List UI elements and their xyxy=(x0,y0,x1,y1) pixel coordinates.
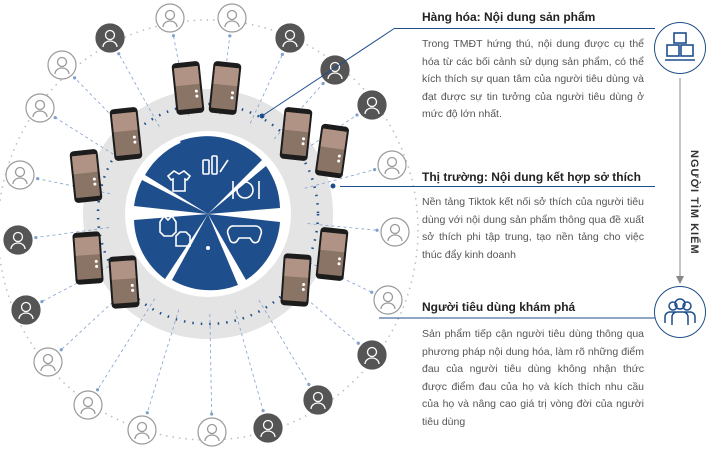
avatar-icon xyxy=(155,3,185,33)
avatar-icon xyxy=(73,390,103,420)
avatar-icon xyxy=(377,150,407,180)
arrow-line xyxy=(283,278,359,344)
arrow-tip xyxy=(95,388,100,392)
arrow-line xyxy=(234,310,264,411)
arrow-tip xyxy=(373,168,377,172)
hub-center-dot xyxy=(206,246,210,250)
avatar-icon xyxy=(373,285,403,315)
avatar-icon xyxy=(127,415,157,445)
section-title-consumer: Người tiêu dùng khám phá xyxy=(422,300,576,314)
shirt-icon xyxy=(175,231,191,247)
arrow-line xyxy=(35,227,109,238)
section-title-goods: Hàng hóa: Nội dung sản phẩm xyxy=(422,10,596,24)
avatar-icon xyxy=(217,3,247,33)
section-rule-market xyxy=(340,186,655,187)
section-body-goods: Trong TMĐT hứng thú, nội dung được cụ th… xyxy=(422,38,644,120)
phone-screenshot xyxy=(109,107,143,161)
arrow-tip xyxy=(356,341,360,345)
arrow-tip xyxy=(34,235,38,240)
arrow-line xyxy=(55,117,124,161)
searcher-label: NGƯỜI TÌM KIẾM xyxy=(688,150,700,255)
phone-screenshot xyxy=(315,227,349,281)
hub-sector-lower xyxy=(172,214,238,291)
arrow-line xyxy=(249,54,283,124)
outer-dotted-ring xyxy=(0,19,419,441)
connector-line-1 xyxy=(261,27,396,117)
section-body-consumer: Sản phẩm tiếp cận người tiêu dùng thông … xyxy=(422,328,644,428)
arrow-line xyxy=(209,313,213,415)
phone-screenshot xyxy=(280,253,312,307)
package-boxes-icon xyxy=(654,22,706,74)
blue-dotted-ring xyxy=(96,102,320,326)
people-group-icon xyxy=(654,286,706,338)
avatar-icon xyxy=(357,340,387,370)
phone-screenshot xyxy=(108,255,140,309)
phone-screenshot xyxy=(69,149,103,203)
arrow-tip xyxy=(53,116,57,120)
arrow-tip xyxy=(59,348,63,352)
phone-screenshot xyxy=(315,123,349,179)
arrow-tip xyxy=(370,290,374,294)
arrow-tip xyxy=(375,228,379,232)
avatar-icon xyxy=(253,413,283,443)
hub-center xyxy=(134,136,280,291)
phone-screenshot xyxy=(171,61,205,115)
arrow-tip xyxy=(171,34,176,38)
arrow-tip xyxy=(117,52,121,56)
arrow-line xyxy=(118,53,160,127)
avatar-icon xyxy=(357,90,387,120)
arrow-line xyxy=(258,299,310,385)
avatar-icon xyxy=(303,385,333,415)
arrow-tip xyxy=(307,382,311,387)
searcher-arrow-head xyxy=(676,276,684,284)
avatar-icon xyxy=(275,23,305,53)
hub-sector-shirt xyxy=(134,180,208,214)
hub-sector-cosmetics xyxy=(180,136,262,214)
arrow-tip xyxy=(40,300,44,304)
arrow-line xyxy=(60,281,135,351)
arrow-tip xyxy=(145,411,149,415)
phone-screenshot xyxy=(208,61,242,115)
hub-sector-pet xyxy=(134,214,208,279)
avatar-icon xyxy=(11,295,41,325)
arrow-tip xyxy=(280,52,284,56)
avatar-icon xyxy=(33,347,63,377)
avatar-icon xyxy=(25,93,55,123)
arrow-tip xyxy=(210,412,214,416)
phone-screenshot xyxy=(72,231,104,285)
gamepad-icon xyxy=(226,225,263,244)
connector-dot-1 xyxy=(259,113,265,119)
arrow-line xyxy=(304,169,375,189)
avatar-icon xyxy=(320,55,350,85)
section-rule-goods xyxy=(395,28,655,29)
section-title-market: Thị trường: Nội dung kết hợp sở thích xyxy=(422,170,641,184)
section-body-market: Nền tảng Tiktok kết nối sở thích của ngư… xyxy=(422,196,644,261)
arrow-tip xyxy=(36,177,40,181)
arrow-tip xyxy=(228,34,232,38)
arrow-tip xyxy=(355,113,359,117)
avatar-icon xyxy=(95,23,125,53)
clothing-icon xyxy=(166,170,192,192)
phone-screenshot xyxy=(279,107,313,161)
avatar-icon xyxy=(47,50,77,80)
avatar-icon xyxy=(5,160,35,190)
food-plate-icon xyxy=(232,181,260,199)
avatar-icon xyxy=(3,225,33,255)
cosmetics-icon xyxy=(202,155,229,175)
pet-icon xyxy=(159,214,177,237)
arrow-tip xyxy=(72,76,77,80)
connector-dot-2 xyxy=(330,183,336,189)
arrow-tip xyxy=(321,81,325,86)
phones-group xyxy=(69,61,349,309)
avatars-group xyxy=(3,3,410,447)
avatar-icon xyxy=(380,217,410,247)
avatar-icon xyxy=(197,417,227,447)
hub-sector-food xyxy=(208,166,280,214)
arrow-tip xyxy=(261,409,265,413)
